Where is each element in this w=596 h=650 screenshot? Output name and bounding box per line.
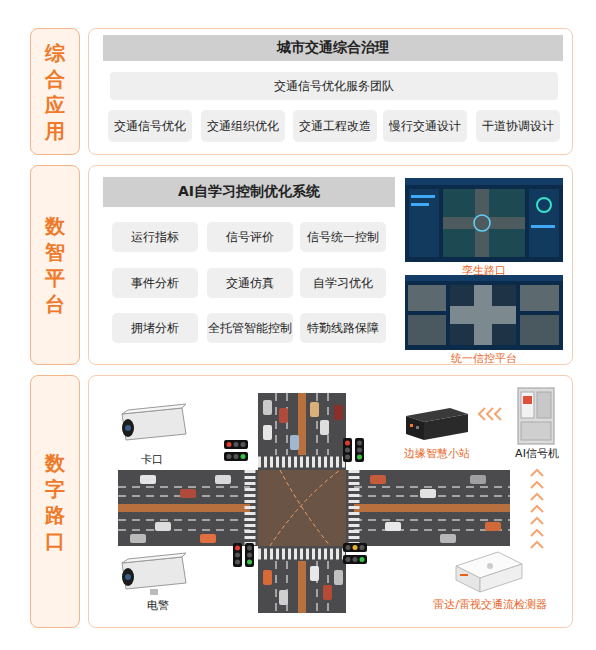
function-box: 拥堵分析 — [112, 313, 198, 343]
checkpoint-camera — [122, 404, 186, 440]
function-box: 事件分析 — [112, 268, 198, 298]
node-text: 交通信号优化 — [114, 119, 186, 134]
node-text: 干道协调设计 — [482, 119, 554, 134]
node-text: 信号统一控制 — [307, 230, 379, 245]
flow-chevrons — [479, 408, 501, 420]
caption-label: 雷达/雷视交通流检测器 — [433, 597, 547, 612]
screenshot-platform — [405, 275, 563, 350]
service-box: 慢行交通设计 — [383, 110, 467, 142]
flow-chevrons — [531, 470, 543, 548]
title-band: 城市交通综合治理 — [103, 35, 563, 61]
function-box: 全托管智能控制 — [207, 313, 293, 343]
node-text: 城市交通综合治理 — [277, 39, 389, 57]
layer-label: 综合应用 — [30, 28, 80, 155]
node-text: 数智平台 — [44, 213, 66, 317]
node-text: 自学习优化 — [313, 276, 373, 291]
function-box: 信号统一控制 — [300, 222, 386, 252]
node-text: 全托管智能控制 — [208, 321, 292, 336]
title-band: AI自学习控制优化系统 — [103, 177, 395, 207]
node-text: 慢行交通设计 — [389, 119, 461, 134]
caption-label: 边缘智慧小站 — [404, 446, 470, 461]
service-box: 交通工程改造 — [293, 110, 377, 142]
node-text: 数字路口 — [44, 450, 66, 554]
e-police-camera — [122, 553, 186, 595]
caption-label: 电警 — [147, 598, 169, 613]
node-text: AI自学习控制优化系统 — [178, 183, 320, 201]
function-box: 特勤线路保障 — [300, 313, 386, 343]
node-text: 交通工程改造 — [299, 119, 371, 134]
screenshot-twin — [405, 178, 563, 262]
node-text: 交通信号优化服务团队 — [274, 78, 394, 95]
caption-label: 统一信控平台 — [451, 351, 517, 366]
node-text: 综合应用 — [44, 40, 66, 144]
node-text: 特勤线路保障 — [307, 321, 379, 336]
edge-station-device — [406, 408, 468, 440]
node-text: 拥堵分析 — [131, 321, 179, 336]
layer-label: 数智平台 — [30, 165, 80, 365]
traffic-lights — [224, 438, 367, 567]
node-text: 运行指标 — [131, 230, 179, 245]
layer-label: 数字路口 — [30, 375, 80, 628]
team-box: 交通信号优化服务团队 — [110, 72, 558, 100]
radar-detector — [456, 552, 522, 592]
signal-cabinet — [518, 388, 554, 444]
function-box: 自学习优化 — [300, 268, 386, 298]
node-text: 信号评价 — [226, 230, 274, 245]
node-text: 交通仿真 — [226, 276, 274, 291]
node-text: 事件分析 — [131, 276, 179, 291]
intersection — [118, 393, 510, 613]
function-box: 信号评价 — [207, 222, 293, 252]
node-text: 交通组织优化 — [207, 119, 279, 134]
service-box: 交通信号优化 — [108, 110, 192, 142]
service-box: 交通组织优化 — [201, 110, 285, 142]
caption-label: 孪生路口 — [462, 263, 506, 278]
function-box: 运行指标 — [112, 222, 198, 252]
caption-label: 卡口 — [141, 452, 163, 467]
caption-label: AI信号机 — [515, 446, 559, 461]
function-box: 交通仿真 — [207, 268, 293, 298]
service-box: 干道协调设计 — [476, 110, 560, 142]
